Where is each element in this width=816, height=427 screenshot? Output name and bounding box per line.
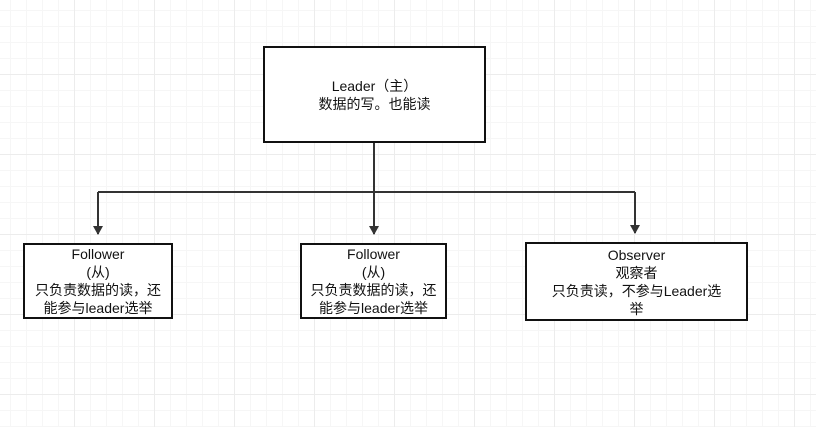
follower-1-title: Follower [71, 246, 125, 262]
observer-description-line-1: 只负责读，不参与Leader选 [551, 282, 722, 299]
observer-title: Observer [607, 246, 666, 263]
follower-node-2[interactable]: Follower (从) 只负责数据的读，还 能参与leader选举 [300, 243, 447, 319]
follower-1-description-line-1: 只负责数据的读，还 [35, 282, 161, 298]
observer-node[interactable]: Observer 观察者 只负责读，不参与Leader选 举 [525, 242, 748, 321]
observer-description-line-2: 举 [629, 300, 644, 317]
leader-description: 数据的写。也能读 [318, 95, 431, 112]
follower-2-title: Follower [347, 246, 400, 262]
follower-2-role: (从) [361, 264, 386, 280]
follower-2-description-line-1: 只负责数据的读，还 [310, 282, 437, 298]
leader-title: Leader（主） [331, 77, 418, 94]
follower-node-1[interactable]: Follower (从) 只负责数据的读，还 能参与leader选举 [23, 243, 173, 319]
follower-1-role: (从) [86, 264, 110, 280]
follower-1-description-line-2: 能参与leader选举 [43, 300, 153, 316]
leader-node[interactable]: Leader（主） 数据的写。也能读 [263, 46, 486, 143]
observer-role: 观察者 [615, 264, 658, 281]
follower-2-description-line-2: 能参与leader选举 [319, 300, 428, 316]
